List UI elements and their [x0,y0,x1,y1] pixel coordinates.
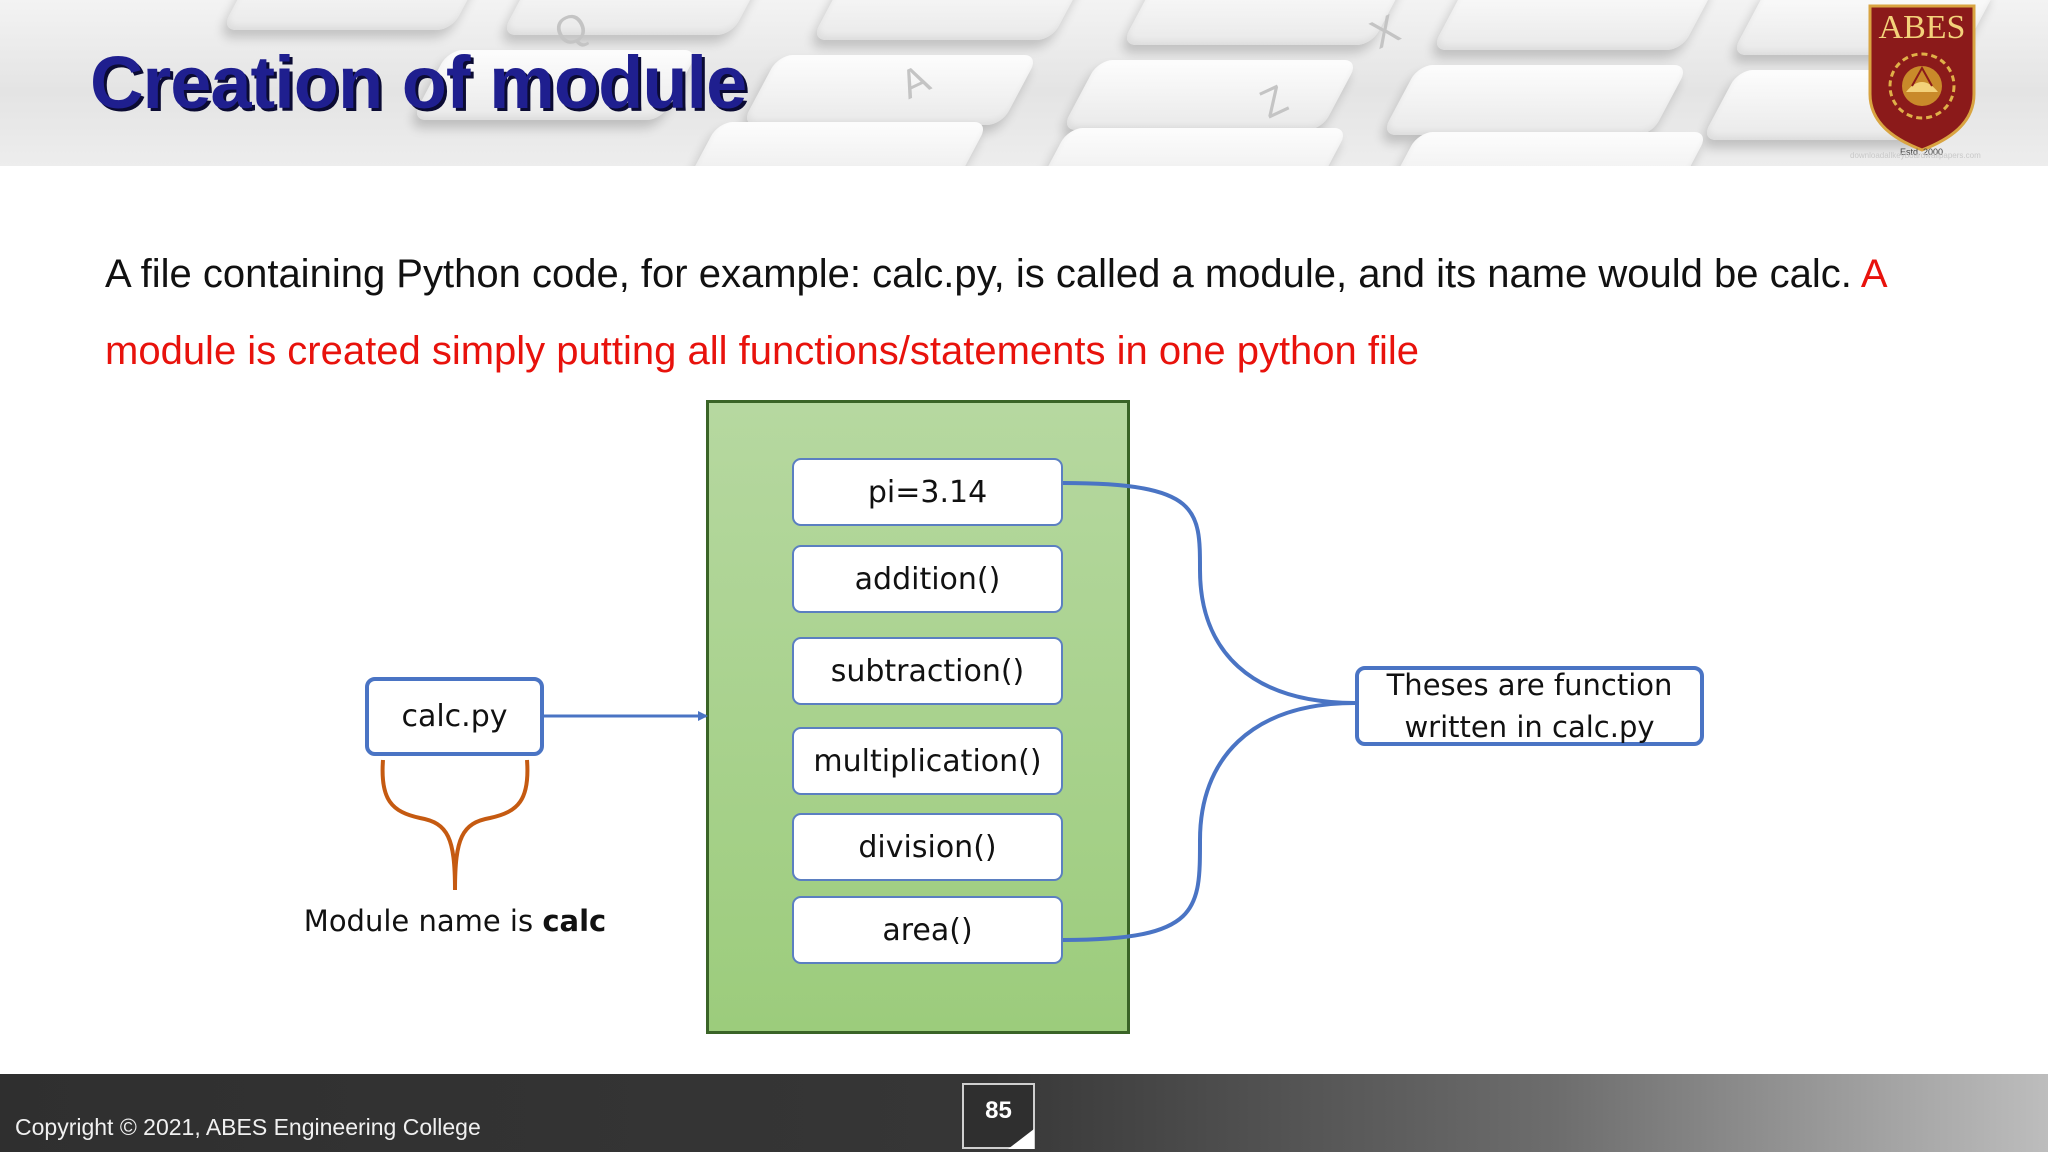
paragraph-highlight: A module is created simply putting all f… [105,252,1886,373]
watermark-text: downloadallkeyboardwallpapers.com [1850,151,1981,160]
abes-logo: ABES [1868,4,1976,152]
file-box-calc: calc.py [365,677,544,756]
keyboard-key [1431,0,1719,50]
copyright-text: Copyright © 2021, ABES Engineering Colle… [15,1114,481,1140]
header-banner: Q A Z X Creation of module [0,0,2048,166]
note-box: Theses are function written in calc.py [1355,666,1704,746]
keyboard-key [741,55,1039,125]
keyboard-key [681,122,989,166]
paragraph-plain: A file containing Python code, for examp… [105,252,1852,296]
keyboard-key [501,0,769,35]
function-box-subtraction: subtraction() [792,637,1063,705]
body-paragraph: A file containing Python code, for examp… [105,236,1965,390]
note-line-1: Theses are function [1386,668,1673,702]
module-name-caption: Module name is calc [200,904,710,938]
keyboard-key [1381,132,1709,166]
function-box-pi: pi=3.14 [792,458,1063,526]
keyboard-key [1381,65,1689,135]
keyboard-key [811,0,1089,40]
page-title: Creation of module [90,41,747,124]
function-box-area: area() [792,896,1063,964]
note-line-2: written in calc.py [1404,710,1655,744]
page-curl-icon [1008,1129,1034,1149]
function-box-addition: addition() [792,545,1063,613]
keyboard-key [1031,128,1349,166]
keyboard-key [221,0,489,30]
function-box-division: division() [792,813,1063,881]
keyboard-key [1061,60,1359,130]
logo-established: Estd. 2000 [1900,147,1944,157]
page-number: 85 [985,1097,1012,1124]
module-caption-prefix: Module name is [303,904,534,938]
svg-text:ABES: ABES [1879,9,1966,46]
function-box-multiplication: multiplication() [792,727,1063,795]
curly-brace [380,759,530,891]
module-caption-name: calc [542,904,607,938]
keyboard-key-glyph: X [1363,6,1407,58]
